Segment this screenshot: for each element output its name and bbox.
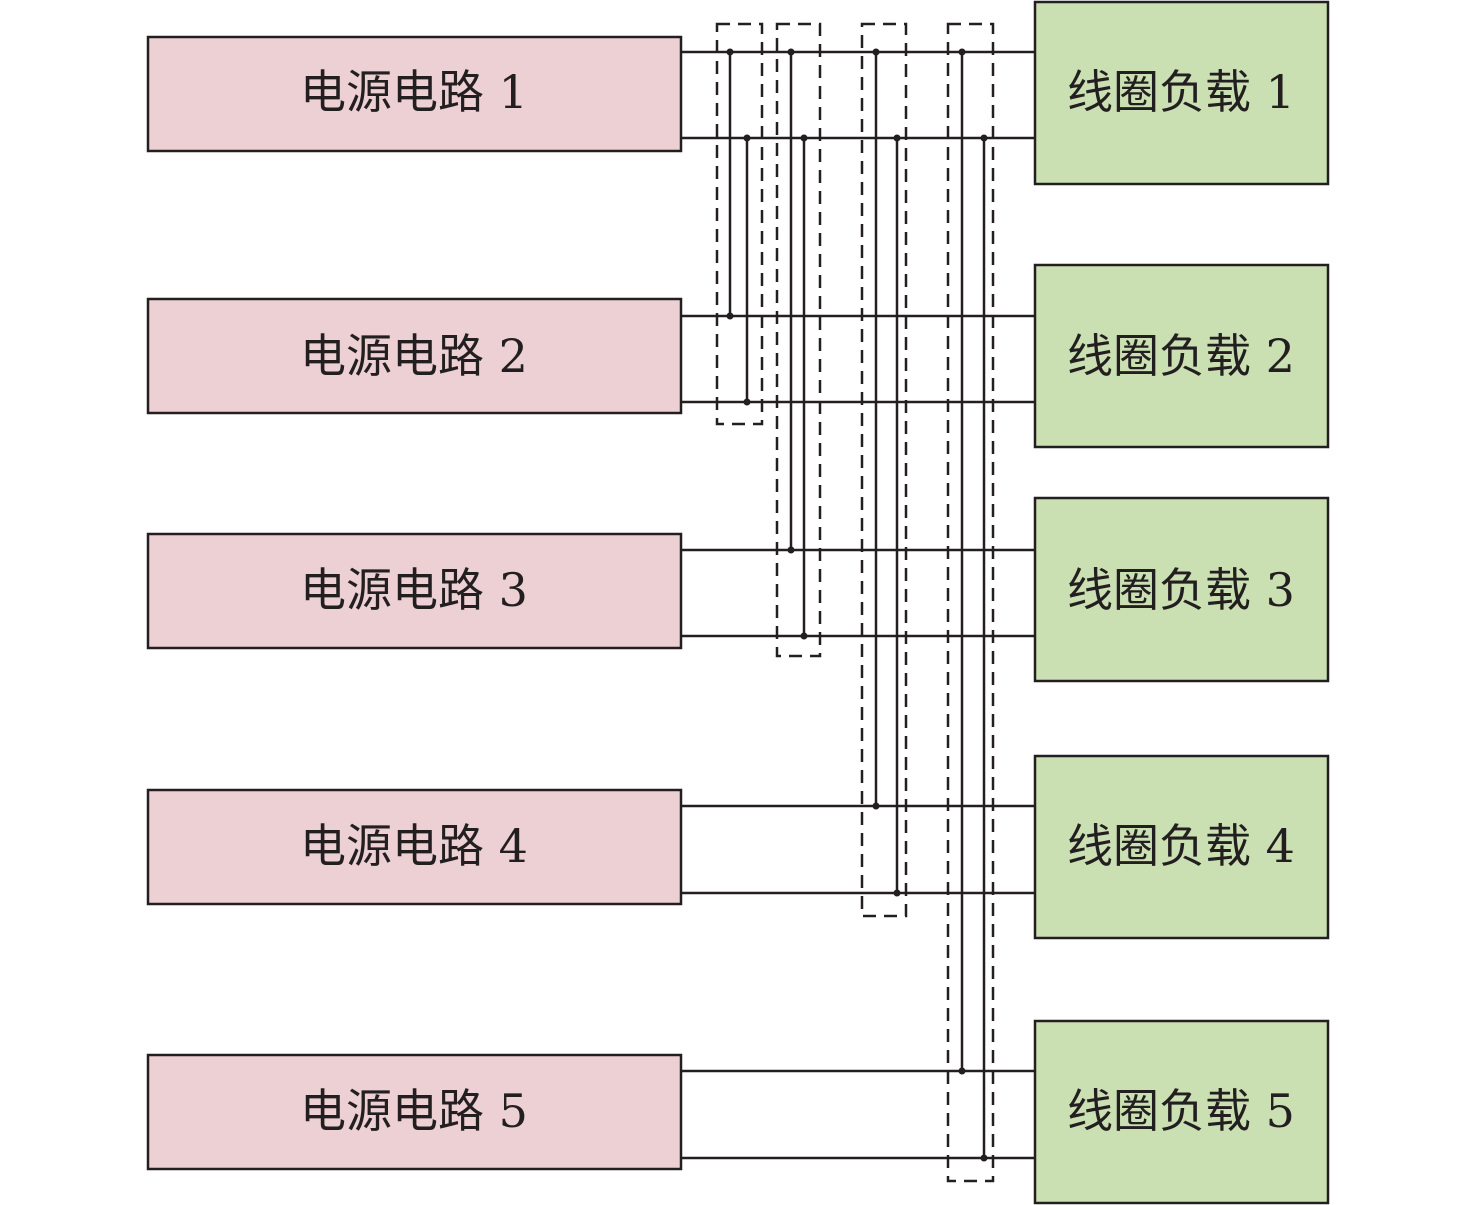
junction-dot [743, 134, 751, 142]
power-circuit-1: 电源电路 1 [146, 35, 683, 153]
junction-dot [958, 1067, 966, 1075]
power-circuit-2: 电源电路 2 [146, 297, 683, 415]
coil-load-2-label: 线圈负载 2 [1067, 329, 1295, 383]
junction-dot [800, 632, 808, 640]
power-circuit-4: 电源电路 4 [146, 788, 683, 906]
bypass-group-1-frame [715, 22, 764, 426]
coil-load-5-label: 线圈负载 5 [1067, 1084, 1295, 1138]
bypass-groups [715, 22, 995, 1183]
junction-dot [872, 802, 880, 810]
power-circuit-4-label: 电源电路 4 [300, 819, 528, 873]
junction-dot [743, 398, 751, 406]
junction-dot [872, 48, 880, 56]
junction-dot [787, 546, 795, 554]
junction-dot [893, 134, 901, 142]
junction-dot [980, 134, 988, 142]
junction-dot [980, 1154, 988, 1162]
junction-dot [787, 48, 795, 56]
coil-load-1-label: 线圈负载 1 [1067, 65, 1295, 119]
wires [681, 50, 1035, 1160]
coil-load-3: 线圈负载 3 [1033, 496, 1330, 683]
junction-dot [800, 134, 808, 142]
power-circuit-1-label: 电源电路 1 [300, 65, 528, 119]
coil-load-4: 线圈负载 4 [1033, 754, 1330, 940]
coil-load-3-label: 线圈负载 3 [1067, 563, 1295, 617]
bypass-group-4-frame [946, 22, 995, 1183]
junction-dot [958, 48, 966, 56]
junction-dot [726, 48, 734, 56]
coil-load-4-label: 线圈负载 4 [1067, 819, 1295, 873]
coil-load-5: 线圈负载 5 [1033, 1019, 1330, 1205]
coil-load-1: 线圈负载 1 [1033, 0, 1330, 186]
power-circuit-5-label: 电源电路 5 [300, 1084, 528, 1138]
junction-dot [893, 889, 901, 897]
power-circuit-3-label: 电源电路 3 [300, 563, 528, 617]
bypass-group-3-frame [860, 22, 908, 918]
bypass-group-2-frame [775, 22, 822, 658]
power-circuit-2-label: 电源电路 2 [300, 329, 528, 383]
power-circuit-3: 电源电路 3 [146, 532, 683, 650]
junction-dots [726, 48, 988, 1162]
power-circuit-5: 电源电路 5 [146, 1053, 683, 1171]
coil-load-2: 线圈负载 2 [1033, 263, 1330, 449]
junction-dot [726, 312, 734, 320]
